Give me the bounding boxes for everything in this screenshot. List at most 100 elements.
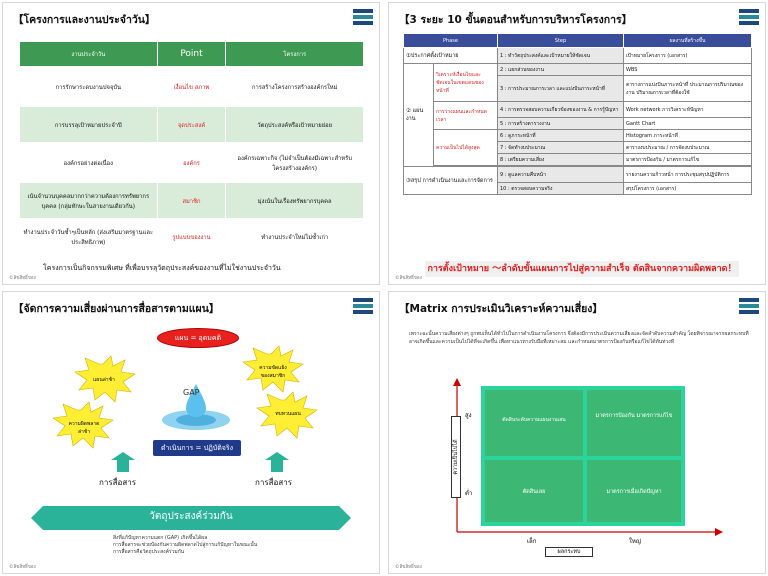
communication-label-left: การสื่อสาร [99, 478, 136, 487]
company-logo [739, 9, 759, 27]
table-row: การบรรลุเป้าหมายประจำปี จุดประสงค์ วัตถุ… [19, 106, 364, 143]
footer-copyright: ©ลิขสิทธิ์ของ [395, 276, 422, 281]
quad-label: มาตรการเมื่อเกิดปัญหา [606, 489, 662, 495]
goal-label: วัตถุประสงค์ร่วมกัน [149, 511, 233, 522]
table-header-row: Phase Step ผลงานที่สร้างขึ้น [403, 33, 752, 48]
footer-copyright: ©ลิขสิทธิ์ของ [9, 276, 36, 281]
table-cell-point: รูปแบบของงาน [156, 218, 227, 255]
comparison-table: งานประจำวัน Point โครงการ การรักษาระดบงา… [19, 41, 364, 255]
burst-shape [52, 401, 114, 449]
up-arrow-icon [265, 452, 289, 472]
table-cell: ทำงานประจำใหม่ไม่ซ้ำเก่า [225, 218, 364, 255]
note-line: สิ่งที่แก้ปัญหาความแตก (GAP) เกิดขึ้นได้… [113, 535, 208, 541]
table-cell-point: สมาชิก [156, 182, 227, 219]
output-cell: เป้าหมายโครงการ (เอกสาร) [623, 47, 752, 64]
quadrant-bl [485, 460, 583, 522]
table-row: ทำงานประจำวันซ้ำๆเป็นหลัก (ส่งเสริมมาตรฐ… [19, 218, 364, 255]
risk-communication-diagram [31, 345, 351, 530]
execution-box: ดำเนินการ = ปฏิบัติจริง [153, 440, 241, 456]
burst-label-mistake: ความผิดพลาด ล่าช้า [68, 421, 100, 435]
burst-label-review: ทบทวนแผน [275, 411, 301, 417]
table-cell: องค์กรเฉพาะกิจ (ไม่จำเป็นต้องมีเฉพาะสำหร… [225, 142, 364, 183]
output-cell: มาตรการป้องกัน / มาตรการแก้ไข [623, 153, 752, 166]
output-cell: Histogram ภาระหน้าที่ [623, 129, 752, 142]
quad-label: ตัดสินเลย [522, 489, 546, 495]
header-phase: Phase [403, 33, 498, 48]
quadrant-br [587, 460, 681, 522]
table-row: ② แผนงาน วิเคราะห์เงื่อนไขและชัดเจนในเขต… [403, 63, 752, 167]
burst-shape [256, 391, 318, 439]
steps-table: Phase Step ผลงานที่สร้างขึ้น ①ประกาศตั้ง… [403, 33, 752, 195]
output-cell: Gantt Chart [623, 117, 752, 130]
table-cell: การรักษาระดบงานปจจุบัน [19, 66, 158, 107]
subphase-cell: การวางแผนและกำหนดเวลา [433, 101, 498, 130]
slide-title: 【โครงการและงานประจำวัน】 [13, 14, 156, 26]
footer-copyright: ©ลิขสิทธิ์ของ [395, 565, 422, 570]
phase-2-cell: ② แผนงาน [403, 63, 434, 167]
slide-routine-vs-project: 【โครงการและงานประจำวัน】 งานประจำวัน Poin… [2, 2, 380, 285]
burst-label-member-conflict: ความขัดแย้งของสมาชิก [259, 365, 287, 379]
company-logo [353, 9, 373, 27]
table-row: เน้นจำนวนบุคคลมากกว่าความต้องการทรัพยากร… [19, 182, 364, 219]
company-logo [739, 298, 759, 316]
step-cell: 1 : ทำวัตถุประสงค์และเป้าหมายให้ชัดเจน [497, 47, 624, 64]
output-cell: รายงานความก้าวหน้า การประชุมสรุปปฏิบัติก… [623, 166, 752, 183]
header-point: Point [156, 41, 227, 67]
table-cell: ทำงานประจำวันซ้ำๆเป็นหลัก (ส่งเสริมมาตรฐ… [19, 218, 158, 255]
step-cell: 8 : เตรียมความเสี่ยง [497, 153, 624, 166]
table-row: 10 : ตรวจสอบความจริง สรุปโครงการ (เอกสาร… [404, 182, 752, 195]
subphase-cell: ความเป็นไปได้สูงสุด [433, 129, 498, 166]
water-drop-icon [186, 384, 206, 417]
output-cell: Work network การวิเคราะห์ปัญหา [623, 101, 752, 118]
table-row: การวางแผนและกำหนดเวลา 4 : การตรวจสอบความ… [404, 101, 752, 130]
phase-3-cell: ③สรุป การดำเนินงานและการจัดการ [403, 166, 498, 195]
notes-block: สิ่งที่แก้ปัญหาความแตก (GAP) เกิดขึ้นได้… [113, 535, 257, 556]
table-row: 3 : การประมาณการเวลา และแบ่งปันภาระหน้าท… [404, 75, 752, 102]
x-axis-title: ผลกระทบ [545, 547, 593, 557]
step-cell: 9 : ดูแลความคืบหน้า [497, 166, 624, 183]
table-cell-point: องค์กร [156, 142, 227, 183]
table-cell: มุ่งเน้นในเรื่องทรัพยากรบุคคล [225, 182, 364, 219]
table-cell: การบรรลุเป้าหมายประจำปี [19, 106, 158, 143]
slide-title: 【จัดการความเสี่ยงผ่านการสื่อสารตามแผน】 [13, 303, 220, 315]
gap-label: GAP [183, 388, 200, 397]
output-cell: สรุปโครงการ (เอกสาร) [623, 182, 752, 195]
slide-ten-steps: 【3 ระยะ 10 ขั้นตอนสำหรับการบริหารโครงการ… [388, 2, 766, 285]
company-logo [353, 298, 373, 316]
table-row: 8 : เตรียมความเสี่ยง มาตรการป้องกัน / มา… [404, 153, 752, 166]
header-output: ผลงานที่สร้างขึ้น [623, 33, 752, 48]
step-cell: 4 : การตรวจสอบความเกี่ยวข้องของงาน & การ… [497, 101, 624, 118]
burst-shape [74, 355, 136, 403]
goal-bar [31, 506, 351, 530]
phase-1-cell: ①ประกาศตั้งเป้าหมาย [403, 47, 498, 64]
up-arrow-icon [111, 452, 135, 472]
table-row: 5 : การสร้างตารางงาน Gantt Chart [404, 117, 752, 130]
step-cell: 7 : จัดทำงบประมาณ [497, 141, 624, 154]
table-cell: วัตถุประสงค์หรือเป้าหมายย่อย [225, 106, 364, 143]
step-cell: 10 : ตรวจสอบความจริง [497, 182, 624, 195]
step-cell: 6 : ดูภาระหน้าที่ [497, 129, 624, 142]
communication-label-right: การสื่อสาร [255, 478, 292, 487]
risk-matrix-diagram [453, 378, 723, 536]
x-label-big: ใหญ่ [629, 538, 641, 545]
subphase-cell: วิเคราะห์เงื่อนไขและชัดเจนในเขตแดนของหน้… [433, 63, 498, 102]
output-cell: ตารางการแบ่งปันภาระหน้าที่ ประมาณการปริม… [623, 75, 752, 102]
output-cell: WBS [623, 63, 752, 76]
slide-title: 【3 ระยะ 10 ขั้นตอนสำหรับการบริหารโครงการ… [399, 14, 633, 26]
table-cell: เน้นจำนวนบุคคลมากกว่าความต้องการทรัพยากร… [19, 182, 158, 219]
quadrant-tl [485, 390, 583, 456]
burst-label-plan-delay: แผนล่าช้า [93, 377, 115, 383]
note-line: การสื่อสารจะช่วยป้องกันความผิดพลาดไปสู่ก… [113, 542, 258, 548]
y-axis-arrow-icon [453, 378, 461, 386]
table-cell: องค์กรอย่างต่อเนื่อง [19, 142, 158, 183]
table-header-row: งานประจำวัน Point โครงการ [19, 41, 364, 67]
table-cell: การสร้างโครงการสร้างองค์กรใหม่ [225, 66, 364, 107]
highlight-banner: การตั้งเป้าหมาย 〜ลำดับขั้นแผนการไปสู่ควา… [425, 261, 739, 277]
note-line: การสื่อสารคือวัตถุประสงค์ร่วมกัน [113, 549, 185, 555]
burst-shape [242, 345, 304, 393]
table-row: ความเป็นไปได้สูงสุด 6 : ดูภาระหน้าที่ Hi… [404, 129, 752, 166]
header-project: โครงการ [225, 41, 364, 67]
quad-label: ตัดสินระดับความแผนงานเสน [502, 417, 566, 423]
plan-oval: แผน = อุดมคติ [157, 328, 239, 348]
table-cell-point: จุดประสงค์ [156, 106, 227, 143]
